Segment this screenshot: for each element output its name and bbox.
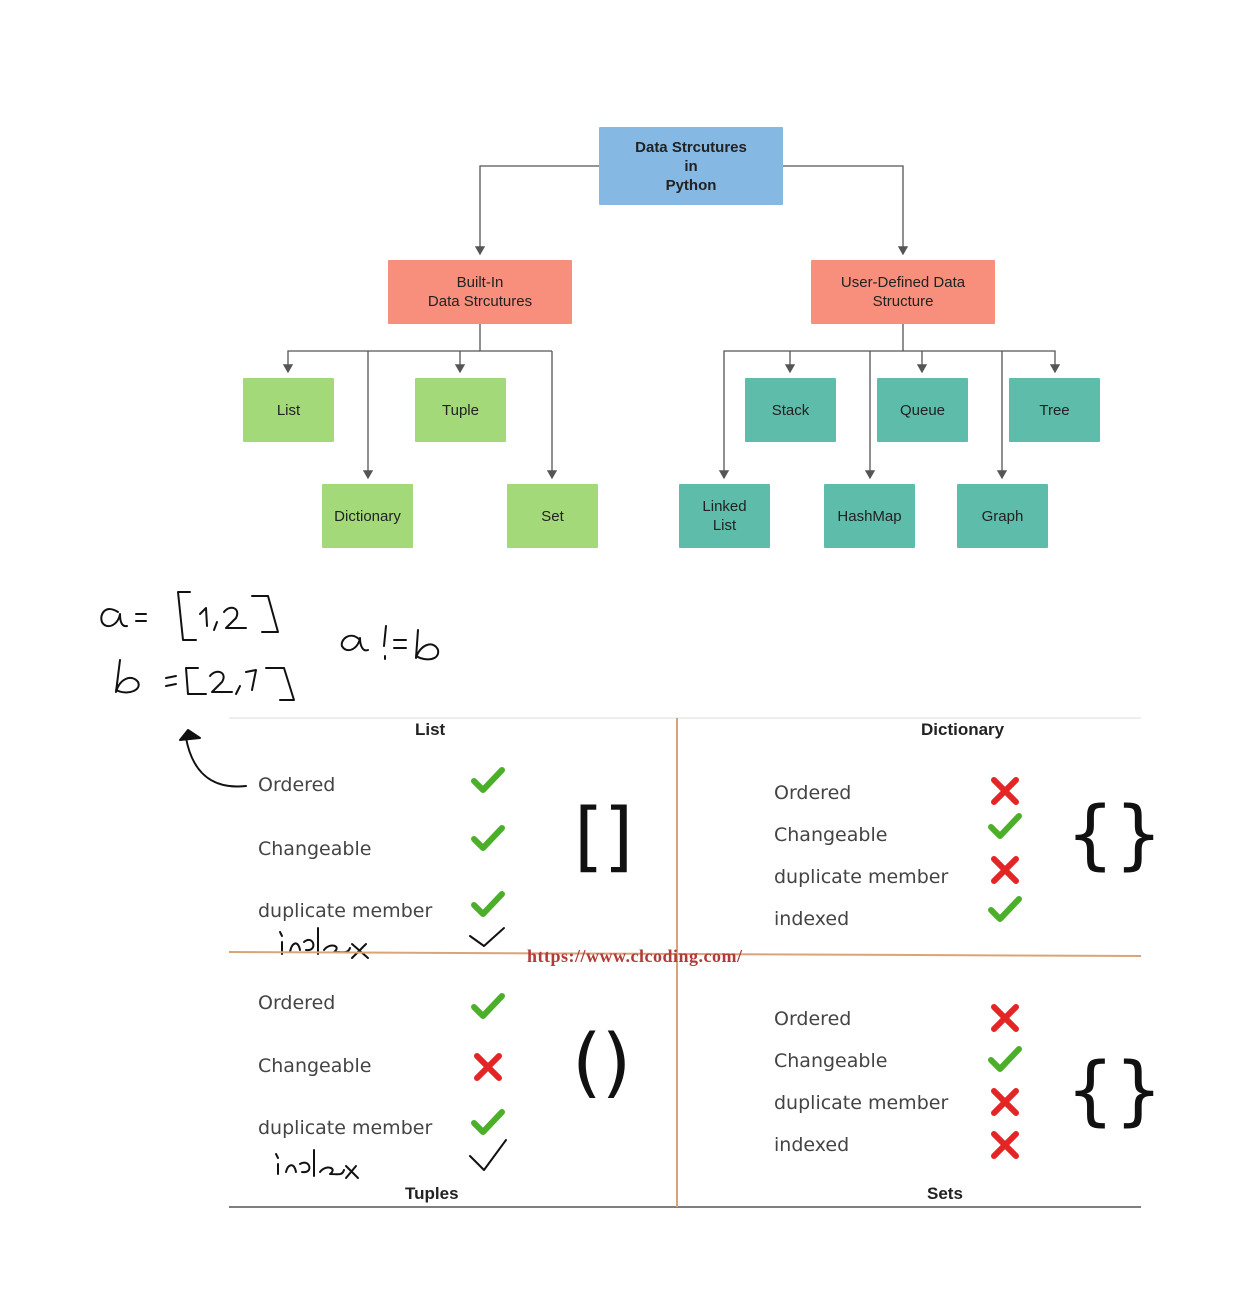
- node-tree: Tree: [1009, 378, 1100, 442]
- quadrant-title-list: List: [415, 720, 446, 739]
- hw-eq3: [393, 639, 407, 649]
- grid-horizontal-divider: [228, 951, 1142, 957]
- hw-b: [115, 659, 140, 694]
- list-row-label: Ordered: [258, 774, 336, 796]
- hw-exclaim: [383, 625, 387, 660]
- sets-row-label: indexed: [774, 1134, 850, 1156]
- edge-builtin-list: [282, 350, 480, 374]
- hw-eq2: [165, 675, 177, 687]
- tuples-row-label: Ordered: [258, 992, 336, 1014]
- hw-bracket-close1: [251, 595, 279, 633]
- check-icon: [988, 896, 1022, 922]
- quadrant-title-tuples: Tuples: [405, 1184, 459, 1203]
- edge-user-linkedlist: [718, 350, 903, 480]
- dictionary-row-label: Changeable: [774, 824, 888, 846]
- list-mark: [471, 891, 505, 917]
- sets-row-label: duplicate member: [774, 1092, 949, 1114]
- node-tuple: Tuple: [415, 378, 506, 442]
- check-icon: [471, 825, 505, 851]
- node-stack: Stack: [745, 378, 836, 442]
- node-set: Set: [507, 484, 598, 548]
- dictionary-row-label: indexed: [774, 908, 850, 930]
- hw-arrow-curve: [185, 737, 247, 788]
- hw-bracket-close2: [265, 667, 295, 701]
- dictionary-mark: [988, 813, 1022, 839]
- watermark-url: https://www.clcoding.com/: [527, 946, 743, 966]
- hw-comma1: [213, 621, 218, 631]
- sets-mark: [991, 1088, 1019, 1116]
- check-icon: [471, 1109, 505, 1135]
- cross-icon: [474, 1053, 502, 1081]
- sets-mark: [991, 1004, 1019, 1032]
- tuples-row-label: duplicate member: [258, 1117, 433, 1139]
- hw-eq1: [135, 613, 147, 622]
- check-icon: [988, 1046, 1022, 1072]
- quadrant-title-dictionary: Dictionary: [921, 720, 1005, 739]
- edge-user-bus: [902, 323, 1061, 374]
- node-userdefined: User-Defined Data Structure: [811, 260, 995, 324]
- dictionary-row-label: duplicate member: [774, 866, 949, 888]
- hw-one2: [245, 669, 257, 691]
- hw-comma2: [235, 685, 241, 695]
- list-mark: [471, 825, 505, 851]
- tuples-row-label: Changeable: [258, 1055, 372, 1077]
- bracket-dictionary: {}: [1066, 789, 1163, 878]
- node-dictionary: Dictionary: [322, 484, 413, 548]
- tuples-mark: [471, 1109, 505, 1135]
- dictionary-mark: [988, 896, 1022, 922]
- node-list: List: [243, 378, 334, 442]
- check-icon: [471, 891, 505, 917]
- sets-row-label: Ordered: [774, 1008, 852, 1030]
- check-icon: [988, 813, 1022, 839]
- cross-icon: [991, 1088, 1019, 1116]
- node-builtin: Built-In Data Strcutures: [388, 260, 572, 324]
- cross-icon: [991, 777, 1019, 805]
- hw-check-tuple: [469, 1139, 507, 1171]
- cross-icon: [991, 1004, 1019, 1032]
- cross-icon: [991, 1131, 1019, 1159]
- hw-one1: [199, 607, 208, 627]
- node-queue: Queue: [877, 378, 968, 442]
- dictionary-row-label: Ordered: [774, 782, 852, 804]
- hw-bracket-open2: [185, 667, 207, 695]
- dictionary-mark: [991, 856, 1019, 884]
- check-icon: [471, 993, 505, 1019]
- edge-root-builtin: [474, 165, 599, 256]
- hw-bracket-open1: [177, 591, 197, 641]
- hw-two1: [223, 606, 247, 629]
- hw-index-tuple: [275, 1149, 359, 1179]
- tuples-mark: [471, 993, 505, 1019]
- bracket-list: []: [574, 791, 634, 880]
- list-row-label: Changeable: [258, 838, 372, 860]
- check-icon: [471, 767, 505, 793]
- hw-a3: [340, 634, 369, 652]
- sets-mark: [988, 1046, 1022, 1072]
- bracket-tuples: (): [572, 1017, 632, 1106]
- hw-b3: [415, 629, 440, 661]
- quadrant-title-sets: Sets: [927, 1184, 963, 1203]
- list-row-label: duplicate member: [258, 900, 433, 922]
- hw-a1: [100, 608, 128, 628]
- node-linkedlist: Linked List: [679, 484, 770, 548]
- tuples-mark: [474, 1053, 502, 1081]
- cross-icon: [991, 856, 1019, 884]
- hw-arrow-head: [179, 729, 201, 741]
- node-hashmap: HashMap: [824, 484, 915, 548]
- sets-mark: [991, 1131, 1019, 1159]
- sets-row-label: Changeable: [774, 1050, 888, 1072]
- node-root: Data Strcutures in Python: [599, 127, 783, 205]
- bracket-sets: {}: [1066, 1045, 1163, 1134]
- dictionary-mark: [991, 777, 1019, 805]
- hw-two2: [209, 670, 233, 693]
- node-graph: Graph: [957, 484, 1048, 548]
- edge-root-userdefined: [783, 165, 909, 256]
- list-mark: [471, 767, 505, 793]
- hw-check-list: [469, 927, 505, 947]
